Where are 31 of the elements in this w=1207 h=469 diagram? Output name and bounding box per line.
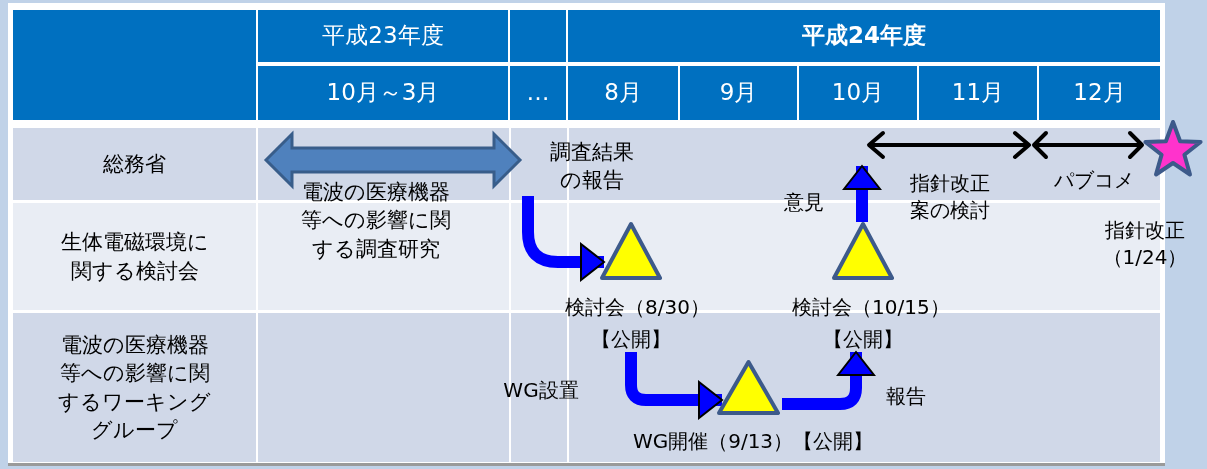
meeting-label: WG開催（9/13）【公開】 — [631, 428, 875, 455]
row-header-cell: 生体電磁環境に関する検討会 — [13, 203, 256, 310]
meeting-label: 【公開】 — [590, 326, 672, 353]
header-cell: 9月 — [680, 66, 797, 120]
edge-label: 報告 — [885, 383, 927, 410]
edge-label: 意見 — [783, 189, 825, 216]
study-text: 電波の医療機器等への影響に関する調査研究 — [300, 179, 452, 263]
header-cell: 平成24年度 — [568, 10, 1160, 62]
header-cell: 8月 — [568, 66, 678, 120]
period-arrow — [1032, 131, 1144, 159]
report-text: 調査結果の報告 — [522, 138, 660, 196]
row-header-cell: 総務省 — [13, 128, 256, 200]
revision-label: 指針改正（1/24） — [1101, 217, 1189, 271]
meeting-label: 【公開】 — [822, 326, 904, 353]
header-cell: 10月 — [799, 66, 917, 120]
meeting-marker — [716, 358, 782, 416]
header-cell: 11月 — [919, 66, 1037, 120]
meeting-marker — [792, 220, 934, 352]
header-cell: 10月～3月 — [258, 66, 508, 120]
edge-label: パブコメ — [1053, 167, 1135, 194]
bent-arrow — [522, 196, 605, 281]
bent-arrow — [843, 165, 881, 222]
period-text: 指針改正案の検討 — [909, 170, 991, 224]
header-cell: 12月 — [1039, 66, 1160, 120]
bent-arrow — [782, 351, 875, 410]
meeting-marker — [565, 220, 697, 352]
header-cell: … — [510, 66, 566, 120]
edge-label: WG設置 — [502, 377, 580, 404]
row-header-cell: 電波の医療機器等への影響に関するワーキンググループ — [13, 313, 256, 462]
meeting-label: 検討会（8/30） — [565, 294, 697, 321]
header-cell: 平成23年度 — [258, 10, 508, 62]
